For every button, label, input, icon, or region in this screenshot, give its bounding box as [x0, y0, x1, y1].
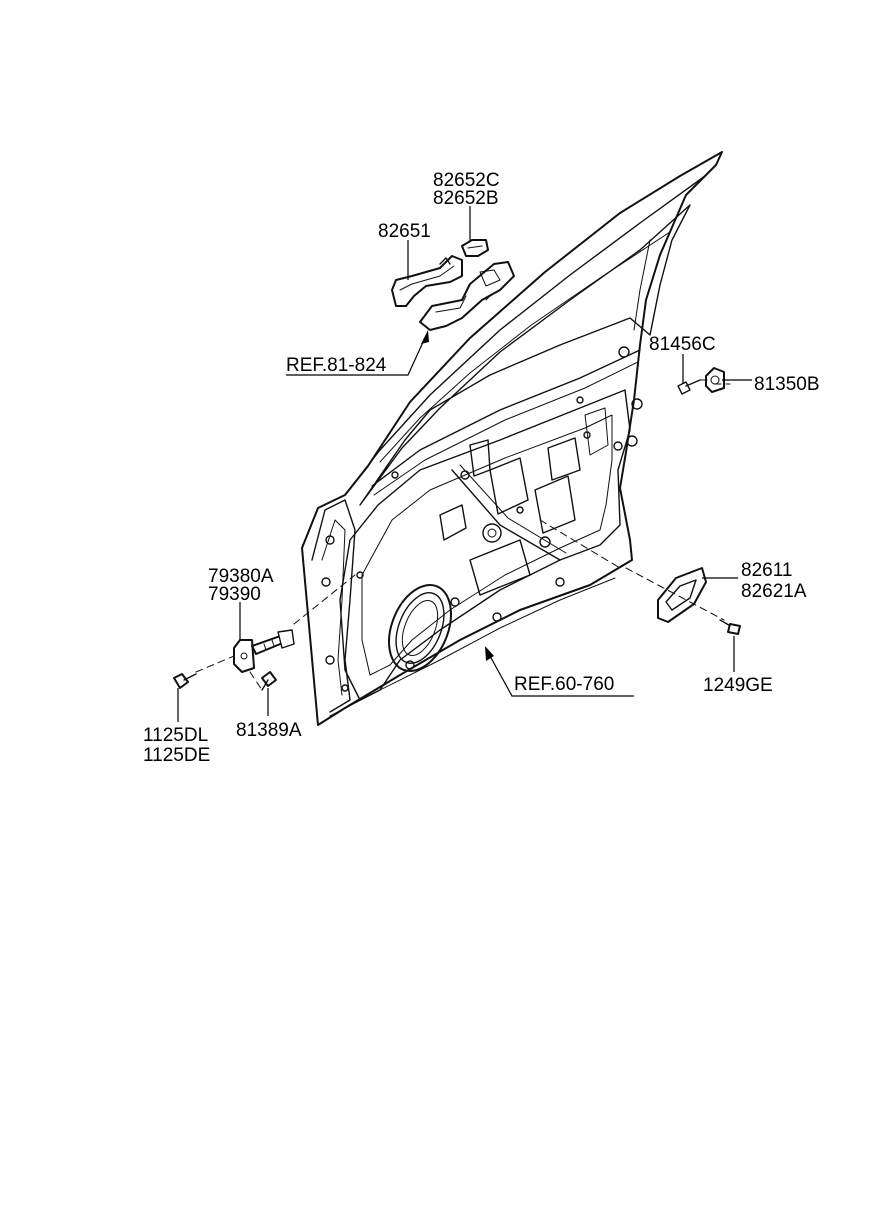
clip-81350b: [705, 367, 725, 393]
label-81389a: 81389A: [236, 720, 302, 741]
outside-door-handle: [391, 255, 463, 307]
label-79390: 79390: [208, 584, 261, 605]
label-82652c: 82652C: [433, 170, 500, 191]
bolt-81389a: [261, 671, 277, 691]
label-1249ge: 1249GE: [703, 675, 773, 696]
label-1125dl: 1125DL: [143, 725, 208, 746]
label-82611: 82611: [741, 560, 792, 581]
label-ref-60-760: REF.60-760: [514, 674, 614, 695]
screw-81456c: [677, 379, 701, 395]
door-mounting-holes: [321, 346, 643, 692]
label-81350b: 81350B: [754, 374, 820, 395]
ref-60-760-arrow: [485, 646, 494, 661]
label-1125de: 1125DE: [143, 745, 210, 766]
inside-handle-cover: [657, 567, 707, 623]
handle-base-bracket: [419, 261, 515, 331]
label-79380a: 79380A: [208, 566, 274, 587]
label-ref-81-824: REF.81-824: [286, 355, 387, 376]
label-82621a: 82621A: [741, 581, 807, 602]
leader-lines: [177, 206, 752, 722]
front-door-panel: [301, 151, 723, 726]
handle-cap: [461, 239, 489, 257]
label-82651: 82651: [378, 221, 431, 242]
door-checker: [233, 629, 295, 673]
bolt-1125dl: [173, 673, 197, 689]
label-82652b: 82652B: [433, 188, 499, 209]
screw-1249ge: [719, 619, 741, 635]
label-81456c: 81456C: [649, 334, 716, 355]
assembly-dashed-lines: [195, 379, 731, 691]
part-labels: 82652C 82652B 82651 REF.81-824 81456C 81…: [143, 170, 820, 766]
ref-81-824-arrow: [421, 330, 429, 344]
